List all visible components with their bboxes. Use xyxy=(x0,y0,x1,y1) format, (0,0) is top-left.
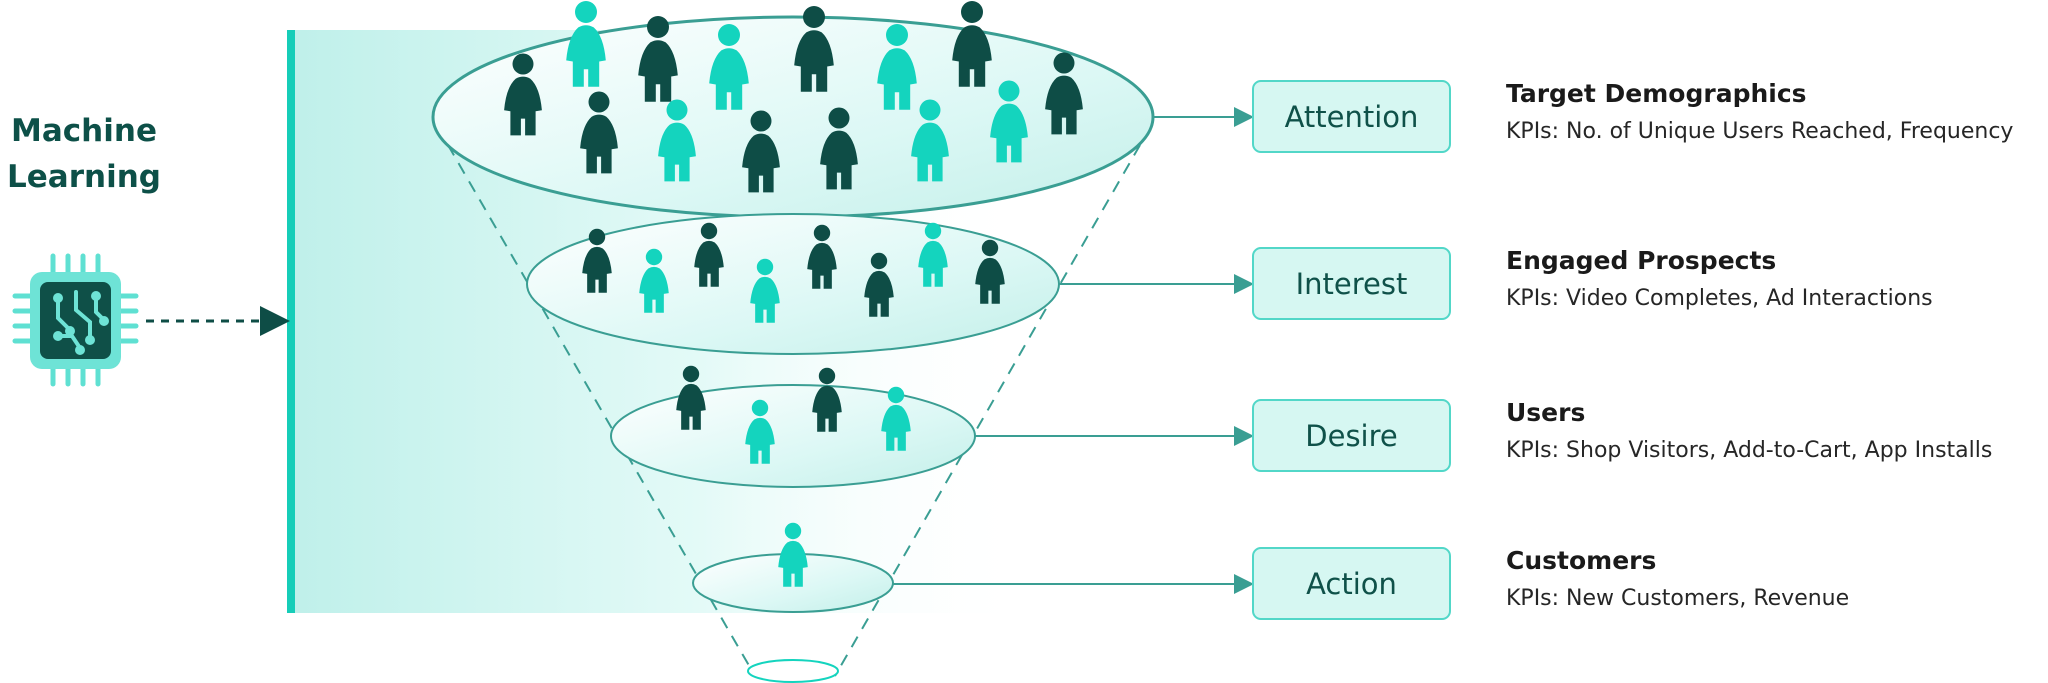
person-icon xyxy=(709,24,749,110)
funnel-bottom-ring xyxy=(747,659,839,683)
machine-learning-label: Machine Learning xyxy=(0,108,168,200)
person-icon xyxy=(911,99,949,182)
person-icon xyxy=(750,258,780,323)
kpi-block-desire: Users KPIs: Shop Visitors, Add-to-Cart, … xyxy=(1506,396,2046,468)
stage-box-interest: Interest xyxy=(1252,247,1451,320)
person-icon xyxy=(566,0,606,87)
person-icon xyxy=(864,252,894,317)
person-icon xyxy=(952,0,992,87)
segment-title: Customers xyxy=(1506,546,1657,575)
ml-label-line2: Learning xyxy=(7,159,161,195)
person-icon xyxy=(638,16,678,102)
person-icon xyxy=(812,367,842,432)
person-icon xyxy=(694,222,724,287)
cpu-chip-icon xyxy=(12,253,139,387)
funnel-ring-desire xyxy=(610,384,976,488)
person-icon xyxy=(990,80,1028,163)
segment-title: Target Demographics xyxy=(1506,79,1807,108)
person-icon xyxy=(639,248,669,313)
stage-box-action: Action xyxy=(1252,547,1451,620)
stage-box-desire: Desire xyxy=(1252,399,1451,472)
segment-title: Users xyxy=(1506,398,1586,427)
funnel-ring-attention xyxy=(431,15,1155,219)
people-icons xyxy=(504,0,1083,587)
ml-label-line1: Machine xyxy=(11,113,157,149)
person-icon xyxy=(1045,52,1083,135)
person-icon xyxy=(580,91,618,174)
person-icon xyxy=(881,386,911,451)
person-icon xyxy=(918,222,948,287)
person-icon xyxy=(745,399,775,464)
person-icon xyxy=(658,99,696,182)
person-icon xyxy=(807,224,837,289)
person-icon xyxy=(676,365,706,430)
person-icon xyxy=(794,6,834,92)
kpi-block-interest: Engaged Prospects KPIs: Video Completes,… xyxy=(1506,244,2046,316)
person-icon xyxy=(975,239,1005,304)
person-icon xyxy=(778,522,808,587)
kpi-block-action: Customers KPIs: New Customers, Revenue xyxy=(1506,544,2046,616)
person-icon xyxy=(582,228,612,293)
person-icon xyxy=(504,53,542,136)
person-icon xyxy=(820,107,858,190)
ml-vertical-bar xyxy=(287,30,295,613)
kpi-description: KPIs: No. of Unique Users Reached, Frequ… xyxy=(1506,119,2014,144)
person-icon xyxy=(742,110,780,193)
kpi-description: KPIs: New Customers, Revenue xyxy=(1506,586,1850,611)
kpi-block-attention: Target Demographics KPIs: No. of Unique … xyxy=(1506,77,2046,149)
person-icon xyxy=(877,24,917,110)
kpi-description: KPIs: Shop Visitors, Add-to-Cart, App In… xyxy=(1506,438,1993,463)
stage-box-attention: Attention xyxy=(1252,80,1451,153)
segment-title: Engaged Prospects xyxy=(1506,246,1777,275)
kpi-description: KPIs: Video Completes, Ad Interactions xyxy=(1506,286,1933,311)
